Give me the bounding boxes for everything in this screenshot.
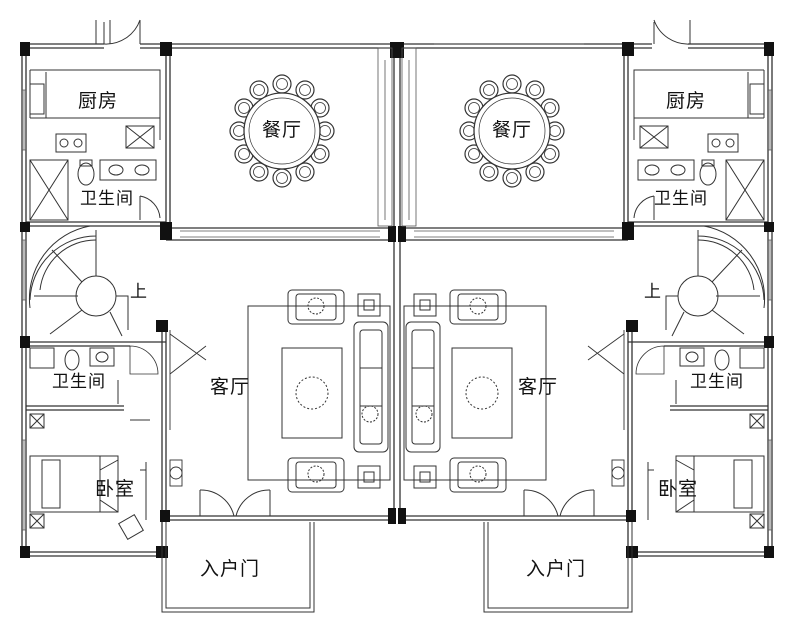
- bedroom-right-furniture: [647, 413, 765, 529]
- wall-columns: [20, 42, 774, 558]
- bath-upper-left-label: 卫生间: [80, 189, 134, 209]
- bath-lower-left-label: 卫生间: [52, 372, 106, 392]
- entrance-right-label: 入户门: [526, 558, 587, 580]
- entrance-porch-left: [161, 489, 315, 613]
- bedroom-left-label: 卧室: [95, 478, 136, 500]
- living-left-label: 客厅: [210, 376, 251, 398]
- living-right-label: 客厅: [518, 376, 559, 398]
- lower-bath-left: [29, 345, 159, 404]
- kitchen-right-fixtures: [633, 19, 765, 153]
- stair-up-right-label: 上: [644, 282, 662, 302]
- spiral-stair-left: [28, 225, 129, 337]
- stair-up-left-label: 上: [130, 282, 148, 302]
- entrance-porch-right: [483, 489, 633, 613]
- upper-bath-left: [29, 159, 161, 221]
- living-right-furniture: [403, 289, 547, 493]
- kitchen-left-label: 厨房: [78, 90, 119, 112]
- dining-table-left: [229, 74, 335, 188]
- dining-table-right: [459, 74, 565, 188]
- lower-bath-right: [635, 345, 765, 404]
- windows: [22, 43, 772, 531]
- kitchen-right-label: 厨房: [666, 90, 707, 112]
- dining-left-label: 餐厅: [262, 119, 303, 141]
- bedroom-right-label: 卧室: [658, 478, 699, 500]
- interior-doors: [169, 330, 625, 487]
- spiral-stair-right: [665, 225, 766, 337]
- exterior-walls: [21, 43, 773, 557]
- bath-lower-right-label: 卫生间: [690, 372, 744, 392]
- entrance-left-label: 入户门: [200, 558, 261, 580]
- dining-right-label: 餐厅: [492, 119, 533, 141]
- bath-upper-right-label: 卫生间: [654, 189, 708, 209]
- bedroom-left-furniture: [29, 413, 150, 540]
- upper-bath-right: [633, 159, 765, 221]
- kitchen-left-fixtures: [29, 19, 161, 153]
- living-left-furniture: [247, 289, 391, 493]
